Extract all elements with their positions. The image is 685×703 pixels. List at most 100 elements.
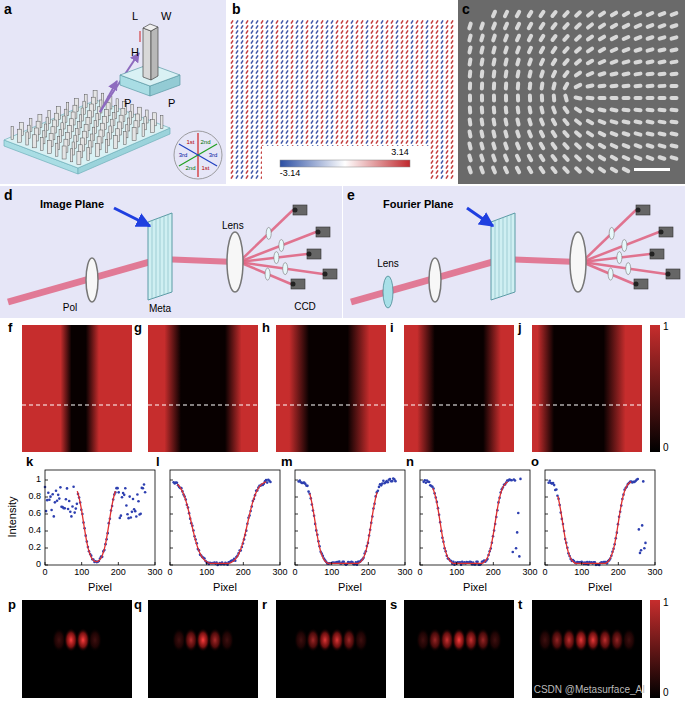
- phase-dash: [256, 70, 258, 73]
- sem-pillar: [633, 119, 643, 125]
- sem-pillar: [633, 84, 642, 89]
- imaging-lens: [570, 232, 586, 292]
- sem-pillar: [527, 105, 533, 115]
- sem-pillar: [621, 142, 631, 149]
- phase-dash: [441, 25, 443, 28]
- phase-dash: [431, 120, 433, 123]
- phase-dash: [286, 105, 288, 108]
- phase-dash: [446, 155, 448, 158]
- phase-dash: [311, 135, 313, 138]
- phase-dash: [241, 120, 243, 123]
- sem-pillar: [657, 72, 666, 77]
- phase-dash: [291, 35, 293, 38]
- phase-dash: [321, 60, 323, 63]
- phase-dash: [266, 35, 268, 38]
- sem-pillar: [479, 21, 486, 31]
- phase-dash: [306, 45, 308, 48]
- phase-dash: [351, 110, 353, 113]
- phase-dash: [381, 135, 383, 138]
- phase-dash: [266, 120, 268, 123]
- phase-dash: [316, 30, 318, 33]
- phase-dash: [436, 30, 438, 33]
- phase-dash: [271, 20, 273, 23]
- phase-dash: [261, 65, 263, 68]
- phase-dash: [451, 50, 453, 53]
- phase-dash: [266, 65, 268, 68]
- phase-dash: [301, 40, 303, 43]
- phase-dash: [236, 120, 238, 123]
- phase-dash: [276, 80, 278, 83]
- phase-dash: [401, 35, 403, 38]
- phase-dash: [316, 125, 318, 128]
- phase-dash: [426, 65, 428, 68]
- phase-dash: [331, 30, 333, 33]
- phase-dash: [326, 65, 328, 68]
- phase-dash: [406, 30, 408, 33]
- phase-dash: [441, 55, 443, 58]
- phase-dash: [311, 100, 313, 103]
- phase-dash: [231, 105, 233, 108]
- phase-dash: [296, 80, 298, 83]
- panel-ground: [343, 186, 685, 318]
- phase-dash: [411, 30, 413, 33]
- phase-dash: [321, 30, 323, 33]
- phase-dash: [256, 155, 258, 158]
- phase-dash: [381, 35, 383, 38]
- phase-dash: [431, 50, 433, 53]
- phase-dash: [426, 90, 428, 93]
- phase-dash: [251, 40, 253, 43]
- phase-dash: [231, 75, 233, 78]
- sem-pillar: [657, 11, 667, 18]
- sem-pillar: [552, 93, 557, 102]
- phase-dash: [266, 55, 268, 58]
- phase-dash: [241, 170, 243, 173]
- phase-dash: [386, 130, 388, 133]
- phase-dash: [396, 75, 398, 78]
- phase-dash: [376, 135, 378, 138]
- phase-dash: [361, 20, 363, 23]
- sem-pillar: [479, 69, 484, 78]
- phase-dash: [346, 140, 348, 143]
- sem-pillar: [573, 34, 582, 43]
- phase-dash: [231, 55, 233, 58]
- phase-dash: [321, 110, 323, 113]
- phase-dash: [436, 35, 438, 38]
- phase-dash: [241, 115, 243, 118]
- phase-dash: [256, 20, 258, 23]
- phase-dash: [296, 110, 298, 113]
- plot-frame: [45, 470, 155, 565]
- phase-dash: [286, 95, 288, 98]
- phase-dash: [451, 145, 453, 148]
- phase-dash: [241, 35, 243, 38]
- orientation-circle: [174, 131, 222, 179]
- phase-dash: [366, 80, 368, 83]
- phase-dash: [431, 110, 433, 113]
- phase-dash: [251, 50, 253, 53]
- sem-pillar: [538, 9, 546, 19]
- phase-dash: [286, 110, 288, 113]
- sem-pillar: [504, 93, 508, 102]
- phase-dash: [366, 50, 368, 53]
- phase-dash: [386, 85, 388, 88]
- phase-dash: [451, 160, 453, 163]
- phase-dash: [321, 120, 323, 123]
- phase-dash: [401, 85, 403, 88]
- sem-pillar: [621, 71, 631, 77]
- phase-dash: [446, 50, 448, 53]
- phase-dash: [341, 120, 343, 123]
- sem-pillar: [669, 119, 678, 124]
- phase-dash: [376, 55, 378, 58]
- phase-dash: [361, 60, 363, 63]
- phase-dash: [361, 115, 363, 118]
- phase-dash: [426, 115, 428, 118]
- sem-pillar: [491, 57, 497, 67]
- phase-dash: [301, 45, 303, 48]
- phase-dash: [246, 25, 248, 28]
- nano-pillar: [55, 143, 58, 156]
- phase-dash: [256, 75, 258, 78]
- phase-dash: [266, 100, 268, 103]
- phase-dash: [426, 45, 428, 48]
- phase-dash: [431, 30, 433, 33]
- phase-dash: [276, 60, 278, 63]
